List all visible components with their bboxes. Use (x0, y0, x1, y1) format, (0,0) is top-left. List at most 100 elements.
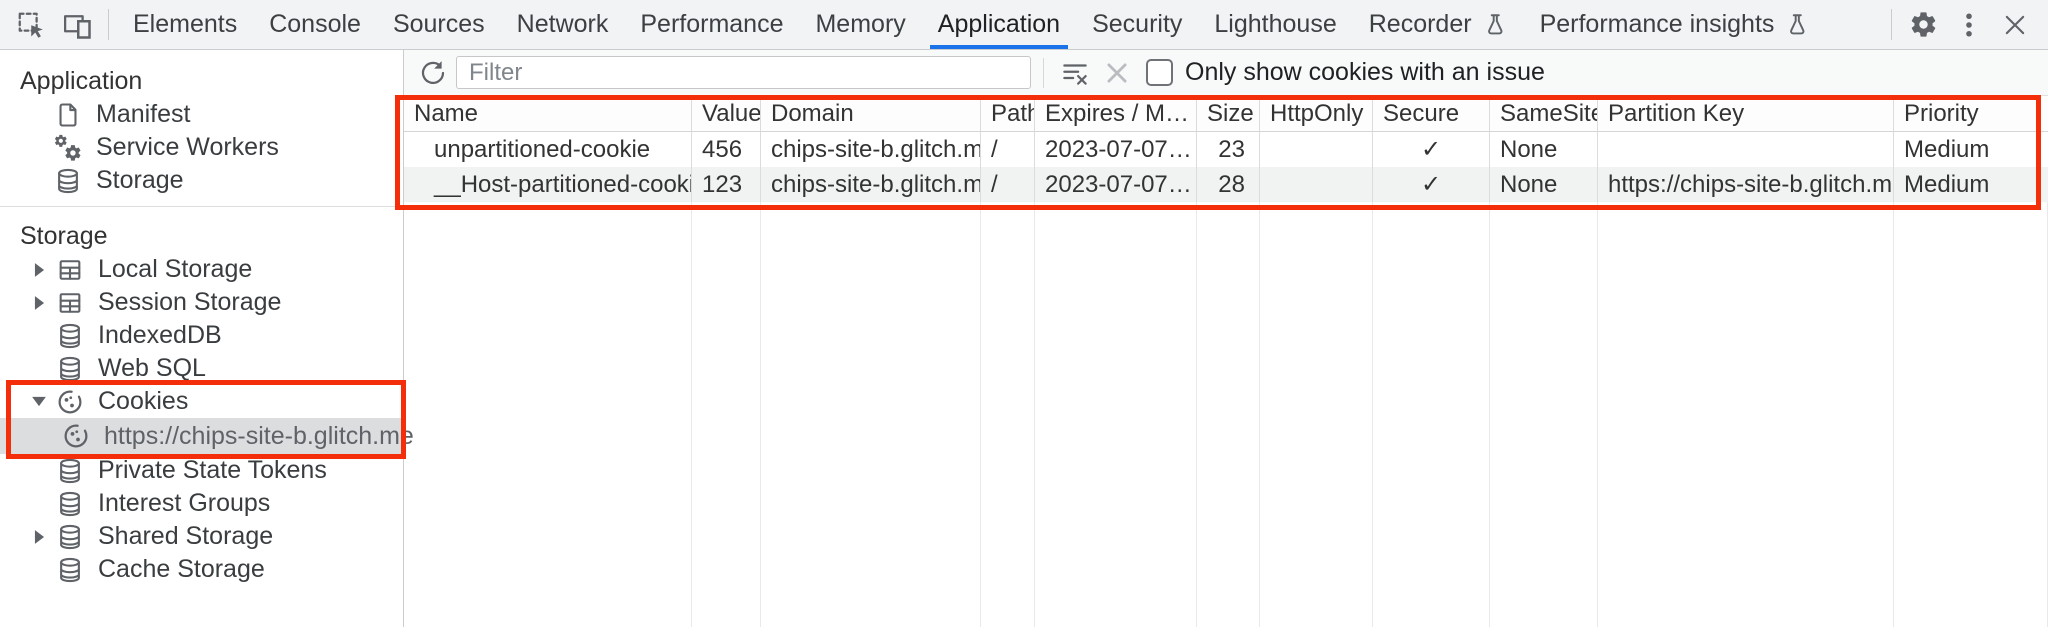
chevron-down-icon[interactable] (24, 395, 54, 408)
sidebar-item-web-sql[interactable]: Web SQL (0, 352, 403, 385)
sidebar-item-service-workers[interactable]: Service Workers (0, 131, 403, 164)
column-header-priority[interactable]: Priority (1894, 96, 2048, 131)
tab-elements[interactable]: Elements (117, 0, 253, 49)
clear-all-cookies-button[interactable] (1054, 53, 1096, 93)
chevron-right-icon[interactable] (24, 529, 54, 545)
cell-domain: chips-site-b.glitch.me (761, 132, 981, 167)
tab-performance[interactable]: Performance (624, 0, 799, 49)
column-header-domain[interactable]: Domain (761, 96, 981, 131)
sidebar-item-private-state-tokens[interactable]: Private State Tokens (0, 454, 403, 487)
tab-console[interactable]: Console (253, 0, 377, 49)
sidebar-item-cookie-origin[interactable]: https://chips-site-b.glitch.me (0, 418, 414, 454)
chevron-right-icon[interactable] (24, 295, 54, 311)
column-header-label: Priority (1904, 99, 1979, 127)
cell-text: / (991, 170, 998, 198)
database-icon (54, 457, 86, 485)
column-header-httponly[interactable]: HttpOnly (1260, 96, 1373, 131)
chevron-right-icon[interactable] (24, 262, 54, 278)
column-header-value[interactable]: Value (692, 96, 761, 131)
tabbar-separator (108, 9, 109, 40)
refresh-icon (421, 60, 445, 84)
tab-network[interactable]: Network (501, 0, 625, 49)
sidebar-item-storage[interactable]: Storage (0, 164, 403, 197)
delete-selected-button[interactable] (1096, 53, 1138, 93)
tab-memory[interactable]: Memory (799, 0, 921, 49)
database-icon (52, 167, 84, 195)
tab-recorder[interactable]: Recorder (1353, 0, 1524, 49)
cell-priority: Medium (1894, 167, 2048, 202)
tab-sources[interactable]: Sources (377, 0, 501, 49)
sidebar-item-cache-storage[interactable]: Cache Storage (0, 553, 403, 586)
tab-label: Performance (640, 10, 784, 38)
tab-application[interactable]: Application (922, 0, 1076, 49)
application-sidebar: Application Manifest Service Workers Sto… (0, 50, 414, 627)
database-icon (54, 523, 86, 551)
empty-column (1373, 202, 1490, 627)
tabbar-right-controls (1883, 0, 2048, 49)
settings-button[interactable] (1900, 0, 1946, 49)
column-header-samesite[interactable]: SameSite (1490, 96, 1598, 131)
cell-text: __Host-partitioned-cookie (434, 170, 692, 198)
empty-column (404, 202, 692, 627)
cell-text: 23 (1218, 135, 1245, 163)
sidebar-item-interest-groups[interactable]: Interest Groups (0, 487, 403, 520)
table-row[interactable]: unpartitioned-cookie 456 chips-site-b.gl… (404, 132, 2048, 167)
checkmark-text: ✓ (1420, 136, 1442, 163)
column-header-expires[interactable]: Expires / M… (1035, 96, 1197, 131)
cell-size: 28 (1197, 167, 1260, 202)
sidebar-item-label: Cache Storage (98, 555, 265, 583)
cell-text: 28 (1218, 170, 1245, 198)
column-header-label: Size (1207, 99, 1254, 127)
sidebar-item-label: Storage (96, 166, 184, 194)
table-empty-area (404, 202, 2048, 627)
inspect-element-button[interactable] (8, 0, 54, 49)
sidebar-item-manifest[interactable]: Manifest (0, 98, 403, 131)
cell-samesite: None (1490, 167, 1598, 202)
refresh-button[interactable] (412, 53, 454, 93)
column-header-size[interactable]: Size (1197, 96, 1260, 131)
table-row[interactable]: __Host-partitioned-cookie 123 chips-site… (404, 167, 2048, 202)
table-icon (54, 256, 86, 284)
cell-path: / (981, 132, 1035, 167)
column-header-secure[interactable]: Secure (1373, 96, 1490, 131)
tab-performance-insights[interactable]: Performance insights (1524, 0, 1827, 49)
sidebar-item-session-storage[interactable]: Session Storage (0, 286, 403, 319)
column-header-label: Secure (1383, 99, 1460, 127)
tab-security[interactable]: Security (1076, 0, 1198, 49)
cell-text: Medium (1904, 170, 1990, 198)
close-devtools-button[interactable] (1992, 0, 2038, 49)
more-options-button[interactable] (1946, 0, 1992, 49)
sidebar-item-local-storage[interactable]: Local Storage (0, 253, 403, 286)
cell-expires: 2023-07-07… (1035, 132, 1197, 167)
sidebar-item-cookies[interactable]: Cookies (0, 385, 403, 418)
column-header-label: Name (414, 99, 479, 127)
file-icon (52, 101, 84, 129)
sidebar-item-label: Manifest (96, 100, 191, 128)
sidebar-item-label: Session Storage (98, 288, 282, 316)
database-icon (54, 556, 86, 584)
tab-label: Elements (133, 10, 238, 38)
sidebar-item-indexeddb[interactable]: IndexedDB (0, 319, 403, 352)
column-header-label: Value (702, 99, 761, 127)
column-header-path[interactable]: Path (981, 96, 1035, 131)
table-header-row: Name Value Domain Path Expires / M… Size… (404, 96, 2048, 132)
filter-input[interactable] (456, 56, 1031, 89)
tab-lighthouse[interactable]: Lighthouse (1198, 0, 1352, 49)
column-header-label: SameSite (1500, 99, 1598, 127)
column-header-partition-key[interactable]: Partition Key (1598, 96, 1894, 131)
sidebar-item-label: Cookies (98, 387, 189, 415)
tabbar-separator (1891, 9, 1892, 40)
only-issue-cookies-checkbox[interactable] (1146, 59, 1173, 86)
tab-label: Memory (815, 10, 906, 38)
cell-text: chips-site-b.glitch.me (771, 135, 981, 163)
device-toolbar-button[interactable] (54, 0, 100, 49)
cookie-icon (60, 421, 92, 451)
clear-list-icon (1063, 63, 1087, 85)
section-title-text: Application (20, 66, 143, 95)
sidebar-item-shared-storage[interactable]: Shared Storage (0, 520, 403, 553)
cell-httponly (1260, 167, 1373, 202)
column-header-name[interactable]: Name (404, 96, 692, 131)
empty-column (1260, 202, 1373, 627)
cell-text: 2023-07-07… (1045, 135, 1192, 163)
cell-domain: chips-site-b.glitch.me (761, 167, 981, 202)
